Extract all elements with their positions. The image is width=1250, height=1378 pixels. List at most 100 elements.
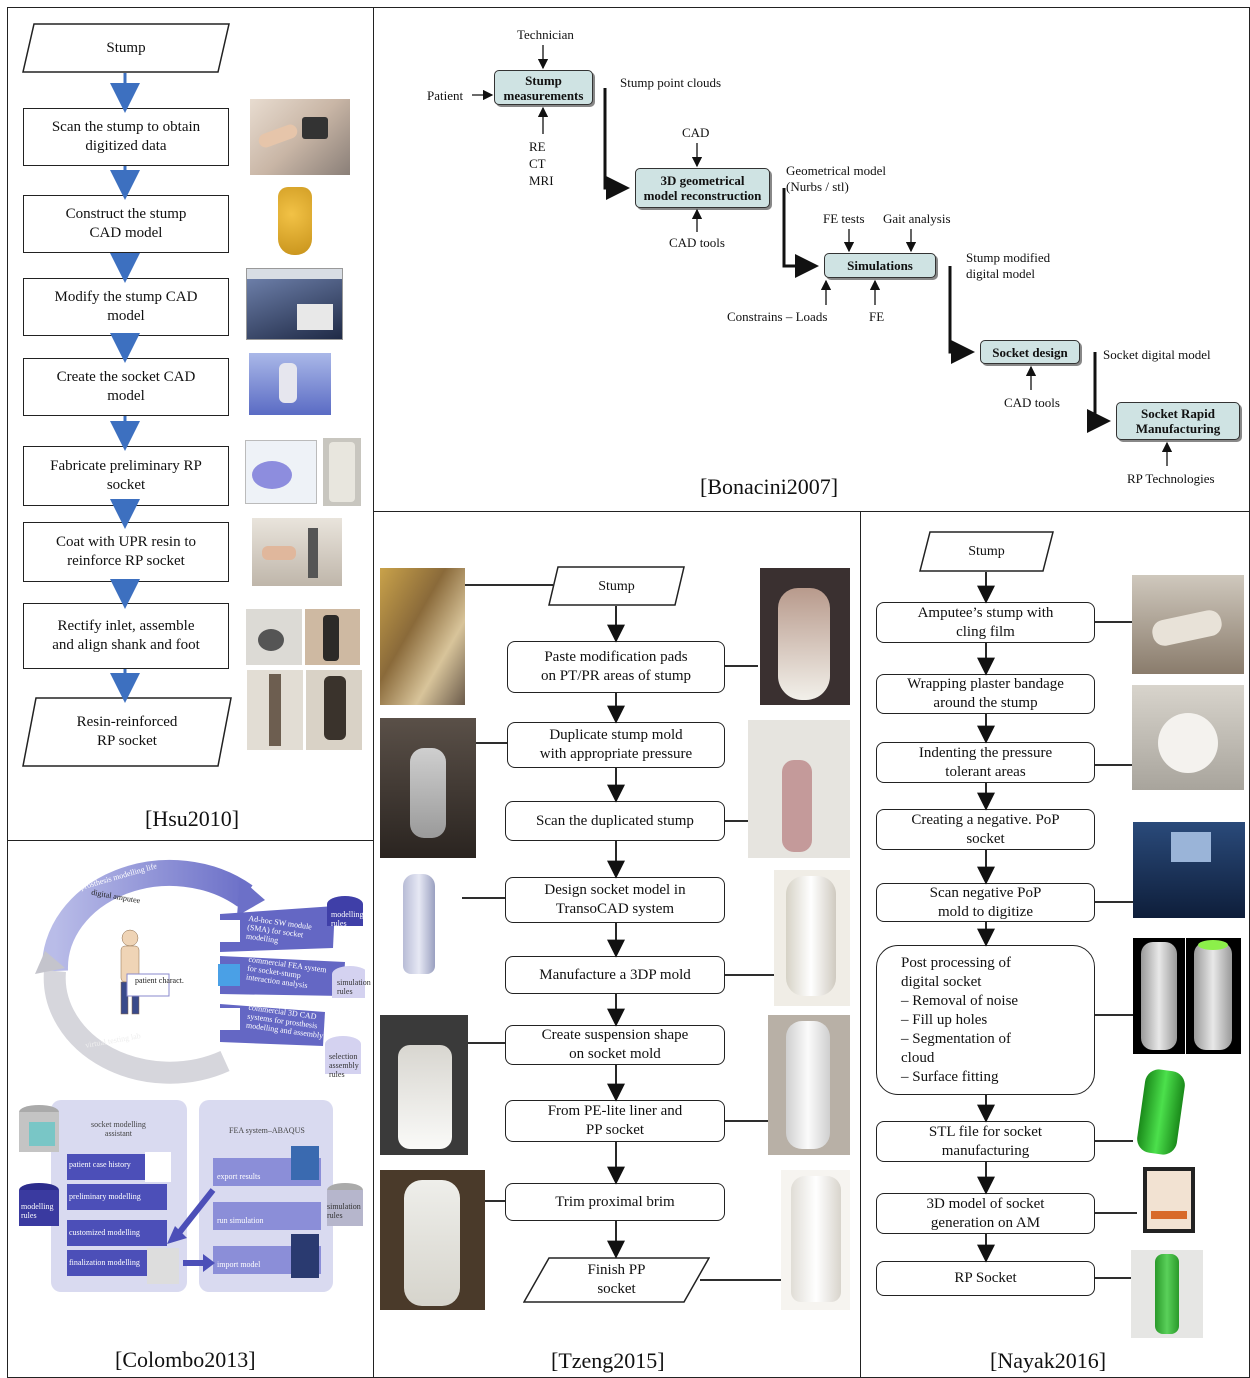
hsu-start-parallelogram: Stump (22, 23, 230, 73)
tzeng-photo-pads (760, 568, 850, 705)
tzeng-photo-trim (380, 1170, 485, 1310)
bonacini-label-cad-tools-2: CAD tools (1004, 395, 1060, 410)
bonacini-label-rp-technologies: RP Technologies (1127, 471, 1215, 486)
hsu-step-2: Construct the stump CAD model (23, 195, 229, 253)
bonacini-label-re-ct-mri: RE CT MRI (529, 139, 554, 188)
nayak-step-7: 3D model of socket generation on AM (876, 1193, 1095, 1234)
hsu-photo-final-1 (247, 670, 303, 750)
tzeng-end-parallelogram: Finish PP socket (523, 1257, 710, 1303)
nayak-step-5: Scan negative PoP mold to digitize (876, 883, 1095, 922)
hsu-photo-rectify-1 (246, 609, 302, 665)
tzeng-step-1: Paste modification pads on PT/PR areas o… (507, 641, 725, 693)
colombo-label-finalization: finalization modelling (69, 1258, 140, 1267)
bonacini-label-fe: FE (869, 309, 885, 324)
bonacini-stump-measurements: Stump measurements (494, 70, 593, 105)
bonacini-socket-design: Socket design (980, 340, 1080, 364)
tzeng-photo-finish (781, 1170, 850, 1310)
bonacini-label-technician: Technician (517, 27, 574, 42)
tzeng-caption: [Tzeng2015] (551, 1348, 665, 1373)
nayak-photo-plaster (1132, 685, 1244, 790)
tzeng-start-parallelogram: Stump (548, 566, 685, 606)
hsu-photo-rp-socket (323, 438, 361, 506)
nayak-photo-stl (1133, 1068, 1189, 1156)
nayak-step-1: Amputee’s stump with cling film (876, 602, 1095, 643)
colombo-label-modelling-rules: modelling rules (331, 910, 364, 928)
tzeng-photo-duplicate (380, 718, 476, 858)
hsu-step-7: Rectify inlet, assemble and align shank … (23, 603, 229, 669)
tzeng-step-5: Manufacture a 3DP mold (505, 956, 725, 994)
colombo-label-import: import model (217, 1260, 261, 1269)
hsu-photo-rp-screen (245, 440, 317, 504)
hsu-photo-stump-model (268, 185, 328, 257)
hsu-end-label: Resin-reinforced RP socket (76, 714, 178, 749)
bonacini-label-gait-analysis: Gait analysis (883, 211, 951, 226)
bonacini-label-socket-digital: Socket digital model (1103, 347, 1211, 362)
nayak-photo-am-printer (1137, 1163, 1203, 1239)
bonacini-simulations: Simulations (824, 253, 936, 278)
colombo-label-abaqus-title: FEA system–ABAQUS (229, 1126, 305, 1135)
nayak-step-8: RP Socket (876, 1261, 1095, 1296)
nayak-step-3: Indenting the pressure tolerant areas (876, 742, 1095, 783)
hsu-caption: [Hsu2010] (145, 806, 240, 831)
hsu-step-1: Scan the stump to obtain digitized data (23, 108, 229, 166)
colombo-label-simulation-rules: simulation rules (337, 978, 371, 996)
tzeng-end-label: Finish PP socket (587, 1262, 646, 1297)
nayak-post-processing: Post processing of digital socket – Remo… (876, 945, 1095, 1095)
nayak-step-2: Wrapping plaster bandage around the stum… (876, 674, 1095, 714)
tzeng-photo-3dp (774, 870, 850, 1006)
colombo-label-simulation-rules-2: simulation rules (327, 1202, 361, 1220)
hsu-photo-rectify-2 (305, 609, 360, 665)
bonacini-label-cad: CAD (682, 125, 710, 140)
hsu-step-5: Fabricate preliminary RP socket (23, 446, 229, 506)
colombo-label-selection-rules: selection assembly rules (329, 1052, 359, 1079)
colombo-label-preliminary: preliminary modelling (69, 1192, 141, 1201)
colombo-sma-graphic: socket modelling assistant patient case … (15, 1098, 365, 1298)
tzeng-step-8: Trim proximal brim (505, 1183, 725, 1221)
tzeng-step-2: Duplicate stump mold with appropriate pr… (507, 722, 725, 768)
colombo-label-patient-charact: patient charact. (135, 976, 184, 985)
bonacini-model-reconstruction: 3D geometrical model reconstruction (635, 168, 770, 208)
nayak-caption: [Nayak2016] (990, 1348, 1107, 1373)
colombo-label-modelling-rules-2: modelling rules (21, 1202, 54, 1220)
nayak-photo-digital-socket-1 (1133, 938, 1185, 1054)
tzeng-photo-stump (380, 568, 465, 705)
colombo-caption: [Colombo2013] (115, 1347, 256, 1372)
tzeng-step-3: Scan the duplicated stump (505, 801, 725, 841)
bonacini-label-constrains: Constrains – Loads (727, 309, 828, 324)
nayak-photo-scan (1133, 822, 1245, 918)
bonacini-label-stump-modified: Stump modified digital model (966, 250, 1051, 281)
hsu-photo-final-2 (306, 670, 362, 750)
nayak-start-label: Stump (968, 544, 1005, 559)
tzeng-photo-scan (748, 720, 850, 858)
colombo-label-patient-case: patient case history (69, 1160, 131, 1169)
bonacini-caption: [Bonacini2007] (700, 474, 839, 499)
nayak-step-6: STL file for socket manufacturing (876, 1121, 1095, 1162)
tzeng-step-4: Design socket model in TransoCAD system (505, 877, 725, 923)
nayak-start-parallelogram: Stump (919, 531, 1054, 572)
tzeng-photo-cad (383, 870, 462, 990)
tzeng-photo-pe-lite (768, 1015, 850, 1155)
nayak-photo-digital-socket-2 (1186, 938, 1241, 1054)
hsu-step-3: Modify the stump CAD model (23, 278, 229, 336)
hsu-step-6: Coat with UPR resin to reinforce RP sock… (23, 522, 229, 582)
colombo-lifecycle-graphic: prosthesis modelling life digital ampute… (15, 856, 371, 1086)
nayak-step-4: Creating a negative. PoP socket (876, 809, 1095, 850)
colombo-label-run: run simulation (217, 1216, 264, 1225)
nayak-photo-rp-socket (1131, 1250, 1203, 1338)
bonacini-label-patient: Patient (427, 88, 464, 103)
bonacini-label-fe-tests: FE tests (823, 211, 865, 226)
tzeng-start-label: Stump (598, 578, 635, 594)
bonacini-label-point-clouds: Stump point clouds (620, 75, 722, 90)
colombo-label-sma-title: socket modelling assistant (91, 1120, 146, 1138)
hsu-photo-socket-cad (249, 353, 331, 415)
hsu-start-label: Stump (106, 39, 146, 56)
tzeng-step-6: Create suspension shape on socket mold (505, 1025, 725, 1065)
nayak-photo-cling-film (1132, 575, 1244, 674)
hsu-photo-scan (250, 99, 350, 175)
hsu-step-4: Create the socket CAD model (23, 358, 229, 416)
bonacini-rapid-manufacturing: Socket Rapid Manufacturing (1116, 402, 1240, 440)
hsu-photo-coat (252, 518, 342, 586)
tzeng-step-7: From PE-lite liner and PP socket (505, 1100, 725, 1142)
bonacini-label-cad-tools-1: CAD tools (669, 235, 725, 250)
hsu-photo-cad-screen (246, 268, 343, 340)
